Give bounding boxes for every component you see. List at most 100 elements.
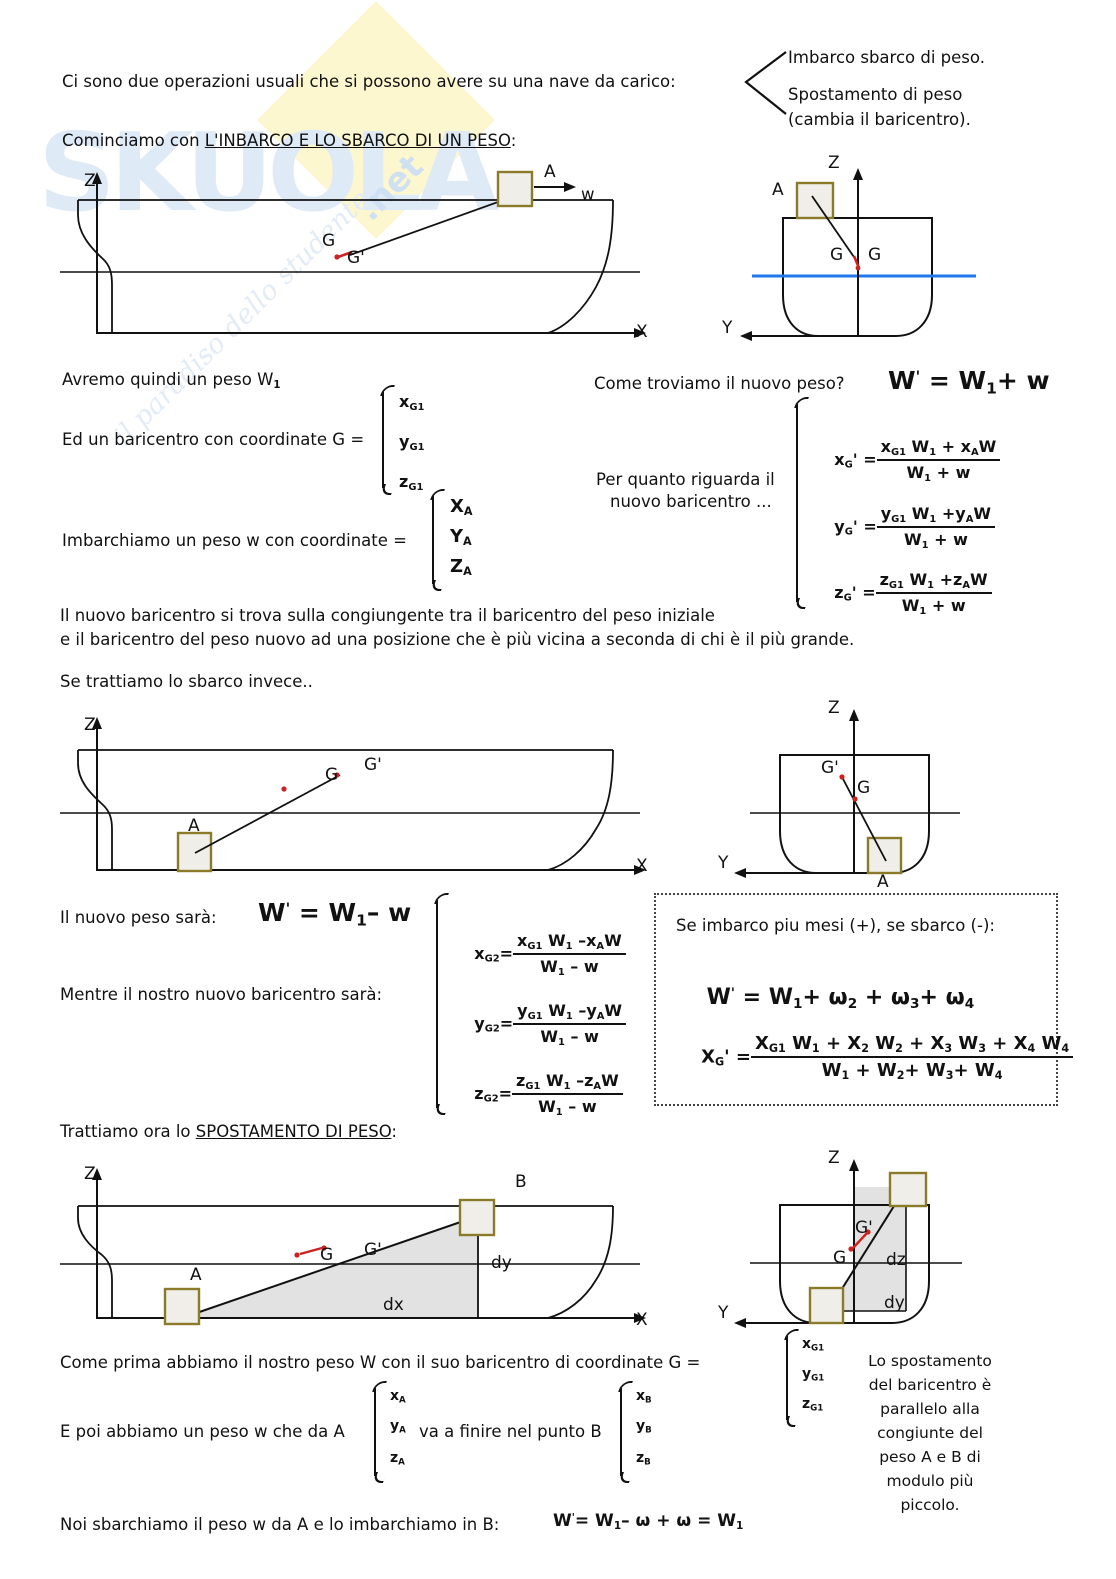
footer-a-coord-y: yA (390, 1418, 406, 1436)
diagram-3-g-prime-label: G' (364, 1240, 382, 1260)
footer-g-brace (786, 1336, 788, 1420)
diagram-3-axis-z-label: Z (84, 1164, 96, 1184)
block1-w-coord-x: XA (450, 496, 473, 519)
section-1-heading-underlined: L'INBARCO E LO SBARCO DI UN PESO (204, 131, 511, 150)
block1-g-coord-x: xG1 (399, 392, 425, 413)
block1-w-coord-z: ZA (450, 556, 472, 579)
diagram-3-dy-label: dy (491, 1253, 512, 1273)
footer-side-note-line-2: del baricentro è (868, 1376, 992, 1394)
section-1-heading: Cominciamo con L'INBARCO E LO SBARCO DI … (62, 131, 516, 150)
intro-bullet-2-line1: Spostamento di peso (788, 85, 963, 104)
diagram-3-section-g-label: G (833, 1248, 847, 1268)
diagram-2-axis-z-label: Z (84, 715, 96, 735)
diagram-3-section-dy-label: dy (884, 1293, 905, 1313)
section-3-heading-prefix: Trattiamo ora lo (60, 1122, 196, 1141)
section-3-heading-suffix: : (391, 1122, 397, 1141)
block1-weight-line: Avremo quindi un peso W1 (62, 370, 281, 391)
footer-b-coord-x: xB (636, 1388, 652, 1406)
block1-per-quanto-line2: nuovo baricentro ... (610, 492, 772, 511)
diagram-1-section-axis-z-label: Z (828, 153, 840, 173)
diagram-3-box-a-label: A (190, 1265, 202, 1285)
block1-g-line: Ed un baricentro con coordinate G = (62, 430, 365, 449)
diagram-3-dx-label: dx (383, 1295, 404, 1315)
block1-weight-text: Avremo quindi un peso W (62, 370, 274, 389)
footer-g-coord-z: zG1 (802, 1396, 824, 1414)
footer-b-coord-y: yB (636, 1418, 652, 1436)
diagram-2-section-axis-z-label: Z (828, 698, 840, 718)
diagram-2-axis-x-label: X (636, 856, 648, 876)
notebox-weight-formula: W' = W1+ ω2 + ω3+ ω4 (706, 985, 975, 1012)
diagram-2-g-prime-label: G' (364, 755, 382, 775)
notebox-title: Se imbarco piu mesi (+), se sbarco (-): (676, 916, 995, 935)
diagram-3-section-view (734, 1159, 962, 1328)
footer-side-note-line-7: piccolo. (900, 1496, 960, 1514)
diagram-2-section-axis-y-label: Y (718, 853, 729, 873)
footer-line-2a: E poi abbiamo un peso w che da A (60, 1422, 345, 1441)
footer-g-coord-x: xG1 (802, 1336, 825, 1354)
diagram-1-g-prime-label: G' (347, 248, 365, 268)
diagram-3-section-axis-z-label: Z (828, 1148, 840, 1168)
footer-side-note-line-1: Lo spostamento (868, 1352, 992, 1370)
section-1-heading-suffix: : (510, 131, 517, 150)
footer-line-3: Noi sbarchiamo il peso w da A e lo imbar… (60, 1515, 500, 1534)
footer-g-coord-y: yG1 (802, 1366, 825, 1384)
block1-w-line: Imbarchiamo un peso w con coordinate = (62, 531, 407, 550)
diagram-2-section-box-a-label: A (877, 872, 889, 892)
footer-a-coord-x: xA (390, 1388, 406, 1406)
diagram-3-section-dz-label: dz (886, 1250, 906, 1270)
diagram-2-section-g-prime-label: G' (821, 758, 839, 778)
para1-line-3: Se trattiamo lo sbarco invece.. (60, 672, 313, 691)
footer-line-1: Come prima abbiamo il nostro peso W con … (60, 1353, 701, 1372)
block2-weight-line: Il nuovo peso sarà: (60, 908, 217, 927)
para1-line-2: e il baricentro del peso nuovo ad una po… (60, 630, 855, 649)
diagram-1-box-a-label: A (544, 162, 556, 182)
footer-line-2b: va a finire nel punto B (419, 1422, 602, 1441)
diagram-3-side-view (60, 1168, 646, 1326)
diagram-2-g-label: G (325, 765, 339, 785)
block1-g-coord-y: yG1 (399, 432, 425, 453)
footer-side-note-line-4: congiunte del (877, 1424, 983, 1442)
diagram-2-section-view (734, 709, 960, 878)
footer-b-coord-z: zB (636, 1450, 651, 1468)
diagram-2-side-view (60, 717, 646, 875)
block2-new-weight-formula: W' = W1– w (258, 898, 412, 930)
footer-side-note-line-3: parallelo alla (880, 1400, 980, 1418)
diagram-1-section-view (740, 168, 976, 341)
block1-formula-brace (796, 404, 798, 602)
footer-b-brace (620, 1388, 622, 1476)
block1-g-brace (382, 392, 384, 488)
multi-weight-note-box (654, 893, 1058, 1106)
diagram-1-g-label: G (322, 231, 336, 251)
block2-formula-brace (436, 900, 438, 1108)
diagram-1-section-box-a-label: A (772, 180, 784, 200)
diagram-1-axis-x-label: X (636, 322, 648, 342)
intro-line-1: Ci sono due operazioni usuali che si pos… (62, 72, 676, 91)
block1-w-coord-y: YA (450, 526, 472, 549)
intro-bullet-1: Imbarco sbarco di peso. (788, 48, 985, 67)
block1-new-weight-formula: W' = W1+ w (888, 366, 1050, 398)
diagram-3-axis-x-label: X (636, 1310, 648, 1330)
section-3-heading: Trattiamo ora lo SPOSTAMENTO DI PESO: (60, 1122, 397, 1141)
footer-side-note-line-5: peso A e B di (879, 1448, 981, 1466)
diagram-3-box-b-label: B (515, 1172, 527, 1192)
diagram-1-section-axis-y-label: Y (722, 318, 733, 338)
diagram-2-section-g-label: G (857, 778, 871, 798)
footer-a-brace (374, 1388, 376, 1476)
diagram-1-section-g-right-label: G (868, 245, 882, 265)
intro-bracket-icon (744, 51, 787, 115)
diagram-1-axis-z-label: Z (84, 171, 96, 191)
intro-bullet-2-line2: (cambia il baricentro). (788, 110, 971, 129)
block2-g-line: Mentre il nostro nuovo baricentro sarà: (60, 985, 383, 1004)
block1-per-quanto-line1: Per quanto riguarda il (596, 470, 775, 489)
footer-a-coord-z: zA (390, 1450, 405, 1468)
footer-side-note-line-6: modulo più (886, 1472, 974, 1490)
section-3-heading-underlined: SPOSTAMENTO DI PESO (195, 1122, 392, 1141)
